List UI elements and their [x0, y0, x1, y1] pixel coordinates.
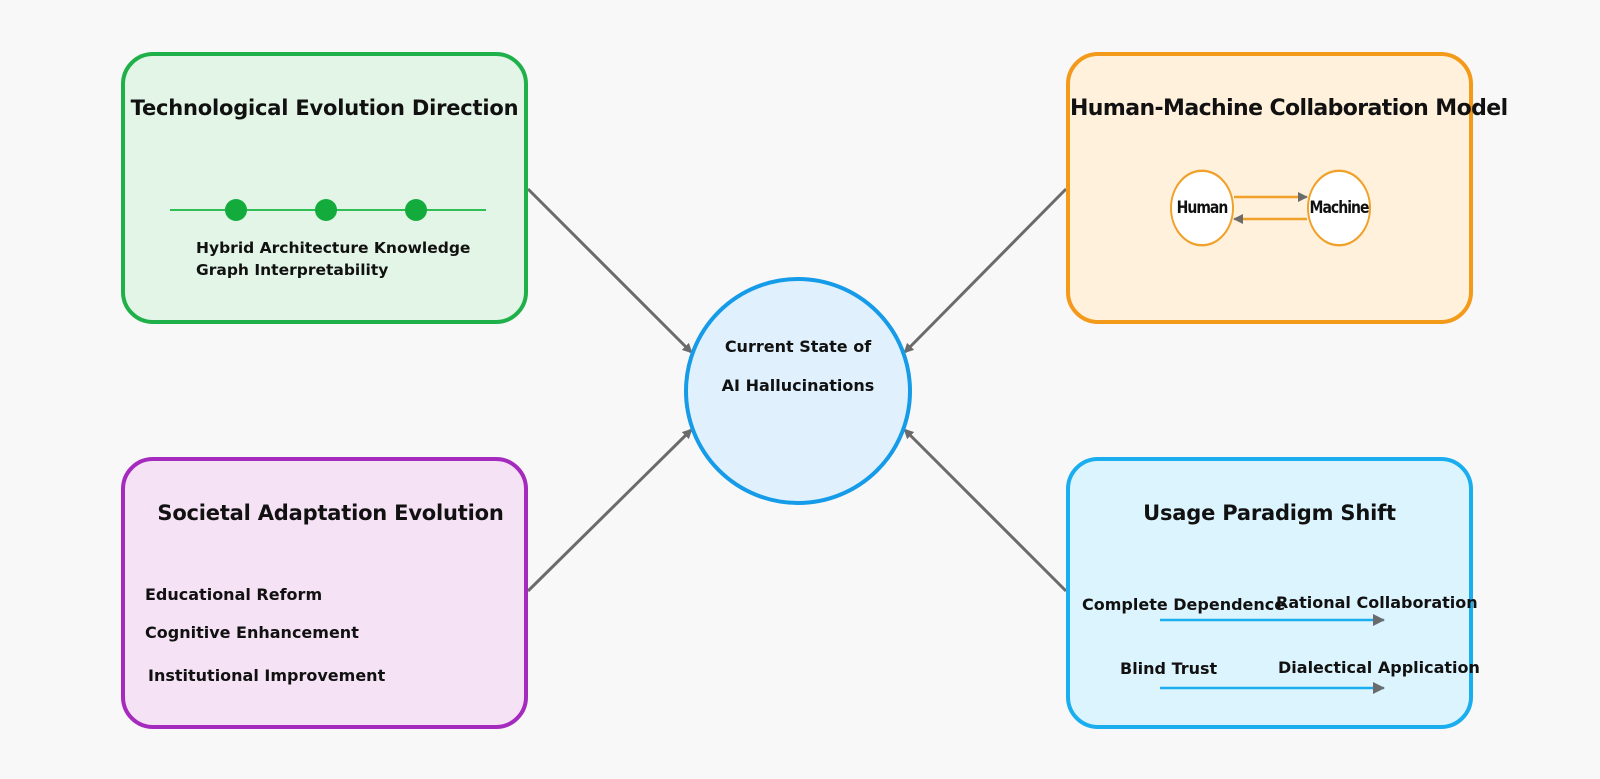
box-technological-evolution[interactable]: Technological Evolution Direction Hybrid…: [121, 52, 528, 324]
shift-to-label: Dialectical Application: [1278, 658, 1480, 677]
list-item: Institutional Improvement: [148, 666, 386, 685]
connector-tech-to-center: [526, 187, 693, 354]
timeline-dot: [315, 199, 337, 221]
box-title: Usage Paradigm Shift: [1143, 501, 1396, 525]
box-societal-adaptation[interactable]: Societal Adaptation Evolution Educationa…: [121, 457, 528, 729]
list-item: Cognitive Enhancement: [145, 623, 359, 642]
box-title: Technological Evolution Direction: [130, 96, 519, 120]
connector-human-machine-to-center: [903, 187, 1068, 354]
list-item: Educational Reform: [145, 585, 323, 604]
node-human: Human: [1170, 169, 1234, 247]
shift-from-label: Blind Trust: [1120, 659, 1218, 678]
connector-societal-to-center: [526, 428, 693, 593]
center-title-line2: AI Hallucinations: [721, 376, 875, 395]
shift-from-label: Complete Dependence: [1082, 595, 1286, 614]
box-title: Human-Machine Collaboration Model: [1070, 96, 1508, 121]
connector-usage-to-center: [903, 428, 1068, 593]
tech-description: Hybrid Architecture Knowledge Graph Inte…: [196, 239, 471, 279]
usage-shift-arrows: [1160, 614, 1385, 694]
node-human-label: Human: [1176, 198, 1229, 218]
box-usage-paradigm-shift[interactable]: Usage Paradigm Shift Complete Dependence…: [1066, 457, 1480, 729]
node-machine-label: Machine: [1309, 198, 1370, 218]
box-human-machine-collaboration[interactable]: Human-Machine Collaboration Model Human …: [1066, 52, 1508, 324]
center-node-ai-hallucinations[interactable]: Current State of AI Hallucinations: [684, 277, 912, 505]
shift-to-label: Rational Collaboration: [1276, 593, 1478, 612]
center-title-line1: Current State of: [724, 337, 872, 356]
human-machine-arrows: [1233, 192, 1308, 224]
box-title: Societal Adaptation Evolution: [157, 501, 504, 525]
timeline-dot: [405, 199, 427, 221]
node-machine: Machine: [1307, 169, 1371, 247]
timeline-dot: [225, 199, 247, 221]
